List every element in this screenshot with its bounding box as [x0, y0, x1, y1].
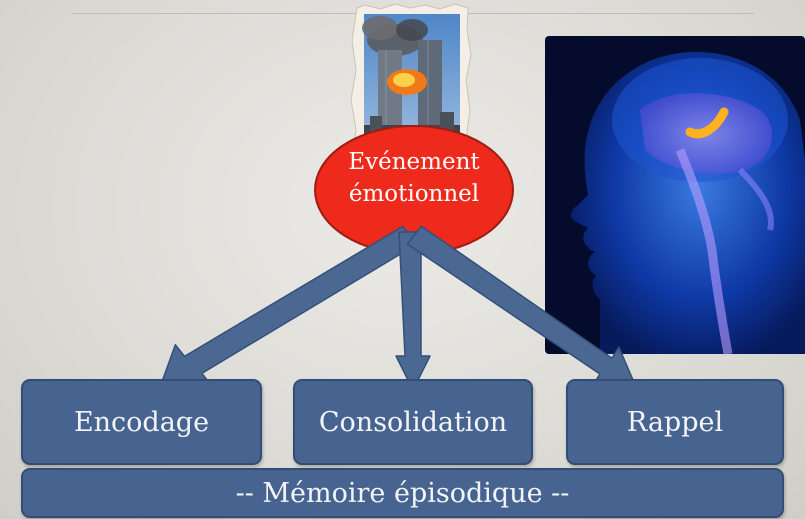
event-label-line1: Evénement — [348, 149, 480, 175]
arrow-to-encoding — [159, 225, 418, 388]
episodic-memory-label: -- Mémoire épisodique -- — [235, 477, 570, 509]
recall-label: Rappel — [626, 406, 724, 438]
encoding-box: Encodage — [21, 379, 262, 465]
emotional-event-label: Evénement émotionnel — [316, 146, 512, 210]
consolidation-box: Consolidation — [293, 379, 533, 465]
encoding-label: Encodage — [73, 406, 210, 438]
event-label-line2: émotionnel — [348, 181, 480, 207]
arrow-to-recall — [406, 225, 637, 388]
consolidation-label: Consolidation — [318, 406, 508, 438]
recall-box: Rappel — [566, 379, 784, 465]
episodic-memory-bar: -- Mémoire épisodique -- — [21, 468, 784, 518]
brain-head-illustration — [545, 36, 805, 355]
